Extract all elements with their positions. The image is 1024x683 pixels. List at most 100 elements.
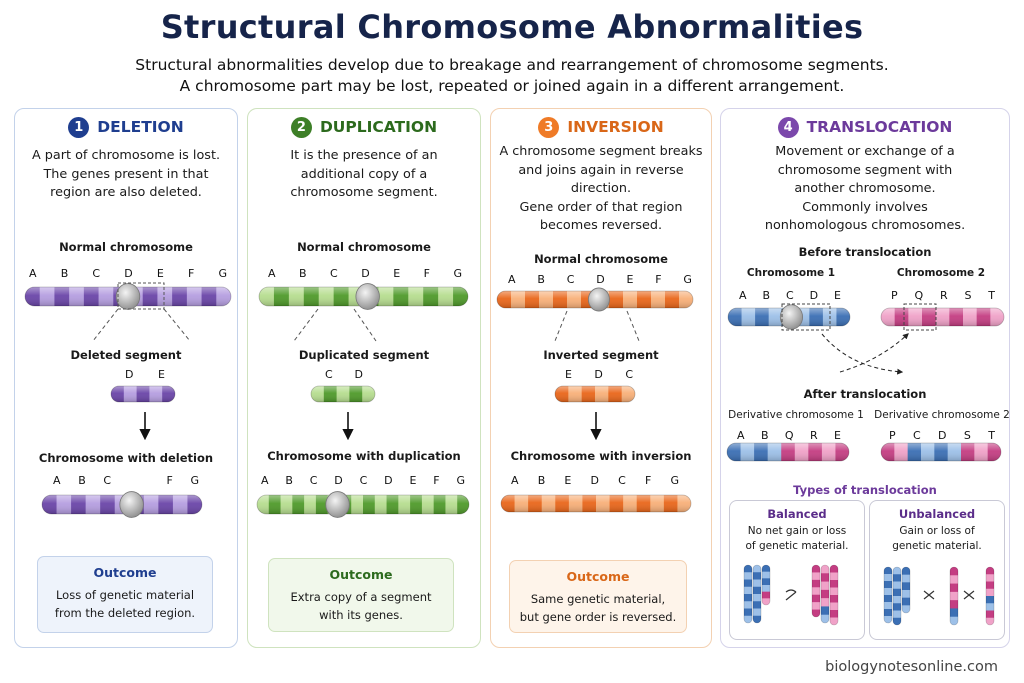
balanced-chromosome	[811, 564, 821, 618]
chromosome-band	[986, 567, 994, 575]
gene-label: B	[537, 273, 545, 286]
gene-label: C	[913, 429, 921, 442]
chromosome-band	[821, 589, 829, 599]
gene-label: T	[988, 429, 995, 442]
chromosome-band	[753, 586, 761, 595]
gene-label: C	[618, 474, 626, 487]
gene-label: D	[361, 267, 370, 280]
gene-label: C	[566, 273, 575, 286]
chromosome-band	[893, 574, 901, 582]
chromosome-band	[830, 565, 838, 573]
chromosome-band	[762, 565, 770, 573]
normal-chromosome-deletion	[24, 283, 232, 310]
chromosome-band	[893, 596, 901, 604]
unbalanced-chromosome	[949, 566, 959, 626]
balanced-chromosome	[752, 564, 762, 624]
gene-label: D	[354, 368, 363, 381]
duplicated-segment	[310, 385, 376, 403]
duplication-desc-line: It is the presence of an	[290, 148, 438, 163]
translocation-desc-line: chromosome segment with	[777, 162, 953, 178]
chromosome-with-deletion	[41, 491, 203, 518]
chromosome-band	[986, 603, 994, 611]
chromosome-band	[830, 580, 838, 588]
gene-label: C	[103, 474, 112, 487]
gene-label: R	[939, 289, 948, 302]
inversion-result-label: Chromosome with inversion	[510, 449, 692, 463]
chromosome-band	[830, 595, 838, 603]
gene-label: G	[190, 474, 199, 487]
chromosome-band	[812, 565, 820, 573]
chromosome-1-label: Chromosome 1	[746, 267, 836, 279]
chromosome-band	[902, 605, 910, 613]
gene-label: A	[739, 289, 747, 302]
chromosome-band	[753, 579, 761, 588]
chromosome-band	[884, 602, 892, 610]
chromosome-band	[902, 582, 910, 591]
duplication-heading-text: DUPLICATION	[319, 118, 438, 136]
deletion-guide-line	[92, 308, 119, 342]
gene-label: E	[834, 289, 841, 302]
gene-label: A	[508, 273, 516, 286]
duplication-number-badge: 2	[290, 117, 312, 138]
translocation-type-figures	[743, 564, 995, 626]
balanced-line: of genetic material.	[745, 540, 849, 552]
gene-label: C	[309, 474, 318, 487]
balanced-line: No net gain or loss	[747, 525, 847, 537]
inversion-desc-line: Gene order of that region	[519, 199, 683, 215]
gene-label: D	[938, 429, 947, 442]
chromosome-band	[812, 579, 820, 588]
gene-label: A	[29, 267, 37, 280]
balanced-text: No net gain or loss of genetic material.	[730, 524, 864, 554]
chromosome-band	[744, 565, 752, 573]
chromosome-band	[762, 585, 770, 593]
chromosome-band	[753, 572, 761, 580]
gene-label: D	[596, 273, 605, 286]
gene-label: F	[187, 267, 195, 280]
gene-label: B	[299, 267, 307, 280]
chromosome-1-segment-box	[781, 303, 831, 331]
centromere	[587, 287, 610, 312]
chromosome-2-label: Chromosome 2	[896, 267, 986, 279]
inversion-outcome-text: Same genetic material,but gene order is …	[510, 590, 686, 626]
cross-icon	[923, 590, 935, 600]
chromosome-band	[986, 610, 994, 619]
gene-label: E	[564, 474, 572, 487]
chromosome-band	[884, 588, 892, 596]
chromosome-band	[950, 600, 958, 609]
gene-label: G	[670, 474, 679, 487]
duplication-guide-line	[353, 308, 377, 342]
chromosome-band	[762, 591, 770, 599]
gene-label: G	[683, 273, 692, 286]
gene-label: R	[809, 429, 818, 442]
chromosome-band	[762, 598, 770, 605]
translocation-desc-line: nonhomologous chromosomes.	[764, 218, 966, 233]
centromere	[115, 283, 141, 310]
gene-label: D	[809, 289, 819, 302]
duplication-result-label: Chromosome with duplication	[267, 449, 461, 463]
gene-label: A	[53, 474, 61, 487]
unbalanced-line: Gain or loss of	[899, 525, 975, 537]
chromosome-band	[893, 588, 901, 597]
inversion-normal-label: Normal chromosome	[534, 252, 668, 266]
centromere	[325, 491, 350, 518]
gene-label: G	[218, 267, 227, 280]
inversion-guide-line	[554, 310, 568, 342]
chromosome-band	[884, 609, 892, 617]
chromosome-band	[744, 594, 752, 602]
chromosome-with-inversion	[500, 494, 692, 513]
duplication-heading: 2 DUPLICATION	[248, 117, 480, 138]
balanced-heading: Balanced	[767, 507, 827, 521]
derivative-1-label: Derivative chromosome 1	[728, 409, 864, 421]
gene-label: F	[655, 273, 662, 286]
chromosome-band	[821, 598, 829, 607]
